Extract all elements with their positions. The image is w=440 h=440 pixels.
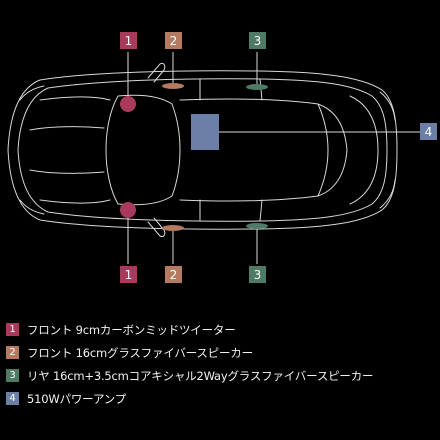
badge-4: 4 — [420, 123, 437, 140]
front-speaker-right — [162, 225, 184, 231]
legend-label: フロント 9cmカーボンミッドツイーター — [27, 322, 236, 337]
roof — [179, 98, 319, 202]
legend-badge: 3 — [6, 369, 19, 382]
front-headlights — [19, 85, 45, 215]
legend-item-tweeter: 1 フロント 9cmカーボンミッドツイーター — [6, 318, 436, 341]
svg-text:2: 2 — [170, 268, 178, 282]
leader-lines — [127, 52, 422, 264]
legend-badge: 2 — [6, 346, 19, 359]
badge-3-bottom: 3 — [249, 266, 266, 283]
side-mirror-left — [147, 63, 166, 83]
legend-item-rear-speaker: 3 リヤ 16cm+3.5cmコアキシャル2Wayグラスファイバースピーカー — [6, 364, 436, 387]
badge-3-top: 3 — [249, 32, 266, 49]
rear-hatch — [349, 95, 379, 205]
legend-badge: 4 — [6, 392, 19, 405]
badge-2-top: 2 — [165, 32, 182, 49]
legend: 1 フロント 9cmカーボンミッドツイーター 2 フロント 16cmグラスファイ… — [6, 318, 436, 410]
badge-1-top: 1 — [120, 32, 137, 49]
rear-tail-lights — [379, 91, 396, 209]
car-body-inner-line — [17, 78, 388, 222]
svg-text:3: 3 — [254, 268, 262, 282]
legend-badge: 1 — [6, 323, 19, 336]
front-tweeter-left — [120, 96, 136, 112]
svg-text:3: 3 — [254, 34, 262, 48]
badge-2-bottom: 2 — [165, 266, 182, 283]
legend-label: フロント 16cmグラスファイバースピーカー — [27, 345, 253, 360]
badge-1-bottom: 1 — [120, 266, 137, 283]
rear-window — [317, 103, 348, 197]
svg-text:4: 4 — [425, 125, 433, 139]
power-amplifier — [191, 114, 219, 150]
rear-speaker-left — [246, 84, 268, 90]
svg-text:1: 1 — [125, 268, 133, 282]
svg-text:2: 2 — [170, 34, 178, 48]
side-mirror-right — [147, 217, 166, 237]
legend-item-amplifier: 4 510Wパワーアンプ — [6, 387, 436, 410]
legend-label: 510Wパワーアンプ — [27, 391, 127, 406]
legend-item-front-speaker: 2 フロント 16cmグラスファイバースピーカー — [6, 341, 436, 364]
legend-label: リヤ 16cm+3.5cmコアキシャル2Wayグラスファイバースピーカー — [27, 368, 374, 383]
car-body-outline — [7, 70, 398, 230]
hood-lines — [29, 96, 111, 204]
svg-text:1: 1 — [125, 34, 133, 48]
front-speaker-left — [162, 83, 184, 89]
car-speaker-diagram: 1 2 3 4 1 2 3 — [7, 32, 437, 283]
rear-speaker-right — [246, 223, 268, 229]
windshield — [105, 94, 181, 206]
front-tweeter-right — [120, 202, 136, 218]
